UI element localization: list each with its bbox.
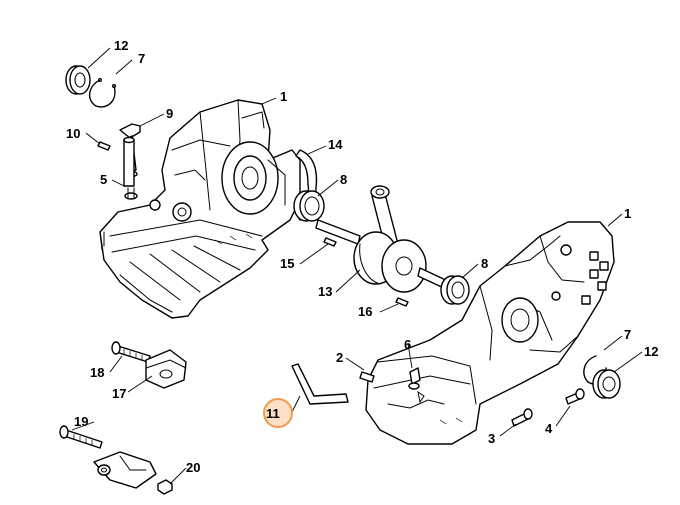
screw-19 bbox=[59, 425, 103, 449]
callout-2: 2 bbox=[336, 350, 343, 365]
callout-4: 4 bbox=[545, 421, 553, 436]
callout-5: 5 bbox=[100, 172, 107, 187]
screw-4 bbox=[565, 388, 585, 405]
oil-seal-12-lower bbox=[592, 369, 621, 399]
clamp-plate bbox=[93, 451, 157, 489]
callout-6: 6 bbox=[404, 337, 411, 352]
bracket-17 bbox=[145, 349, 187, 389]
callout-18: 18 bbox=[90, 365, 104, 380]
highlight-ring-11 bbox=[263, 398, 293, 428]
callout-7: 7 bbox=[624, 327, 631, 342]
callout-11: 11 bbox=[266, 406, 280, 421]
callout-13: 13 bbox=[318, 284, 332, 299]
pin-15 bbox=[323, 237, 337, 247]
pin-16 bbox=[395, 297, 409, 307]
callout-8: 8 bbox=[481, 256, 488, 271]
oil-seal-12-upper bbox=[65, 65, 91, 95]
callout-15: 15 bbox=[280, 256, 294, 271]
crankcase-right-half bbox=[365, 221, 615, 445]
impulse-hose-11 bbox=[291, 363, 349, 405]
pin-2 bbox=[359, 371, 375, 383]
bearing-8-lower bbox=[440, 275, 470, 305]
callout-1: 1 bbox=[624, 206, 631, 221]
callout-3: 3 bbox=[488, 431, 495, 446]
crankcase-left-half bbox=[99, 99, 301, 319]
callout-1: 1 bbox=[280, 89, 287, 104]
callout-7: 7 bbox=[138, 51, 145, 66]
callout-19: 19 bbox=[74, 414, 88, 429]
callout-10: 10 bbox=[66, 126, 80, 141]
callout-12: 12 bbox=[644, 344, 658, 359]
callout-14: 14 bbox=[328, 137, 343, 152]
fitting-6 bbox=[408, 367, 421, 390]
callout-16: 16 bbox=[358, 304, 372, 319]
bearing-8-upper bbox=[293, 190, 325, 222]
leader-lines bbox=[71, 47, 643, 485]
callout-8: 8 bbox=[340, 172, 347, 187]
callout-17: 17 bbox=[112, 386, 126, 401]
screw-18 bbox=[111, 341, 151, 363]
screw-3 bbox=[511, 408, 533, 427]
circlip-7-upper bbox=[89, 78, 116, 108]
callout-12: 12 bbox=[114, 38, 128, 53]
crankshaft-13 bbox=[315, 185, 451, 293]
callout-labels: 12 7 1 9 10 14 5 8 1 15 8 13 16 7 6 2 12… bbox=[66, 38, 658, 475]
callout-9: 9 bbox=[166, 106, 173, 121]
nut-20 bbox=[157, 479, 173, 495]
pin-10 bbox=[97, 141, 111, 151]
stud-5 bbox=[123, 136, 138, 200]
callout-20: 20 bbox=[186, 460, 200, 475]
